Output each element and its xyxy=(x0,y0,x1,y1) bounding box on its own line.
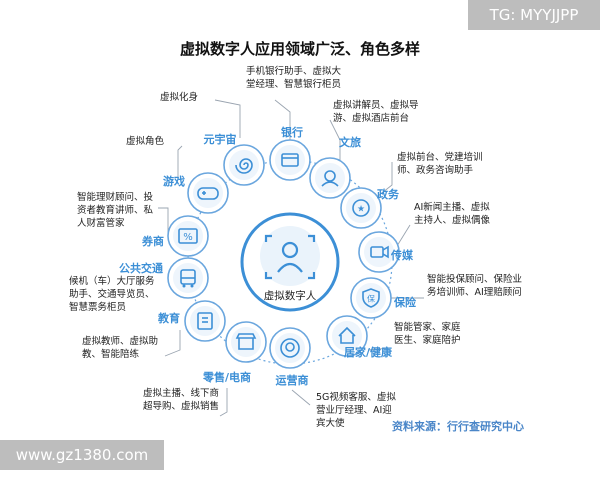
domain-desc-line: 虚拟讲解员、虚拟导 xyxy=(333,99,419,111)
domain-node-inner xyxy=(346,193,376,223)
emblem-star: ★ xyxy=(357,205,365,215)
domain-desc-line: 智慧票务柜员 xyxy=(69,301,126,313)
domain-desc-line: 智能投保顾问、保险业 xyxy=(427,273,522,285)
domain-desc-line: 主持人、虚拟偶像 xyxy=(414,214,491,226)
spiral-icon xyxy=(235,158,253,174)
shop-icon xyxy=(235,333,257,350)
domain-game: 游戏 虚拟角色 xyxy=(126,135,229,214)
leader-line xyxy=(219,388,228,417)
leader-line xyxy=(164,330,181,357)
face-scan-icon xyxy=(264,234,316,280)
domain-label: 保险 xyxy=(393,295,417,309)
domain-desc-line: 虚拟前台、党建培训 xyxy=(397,151,483,163)
center-node: 虚拟数字人 xyxy=(240,212,340,312)
domain-desc-line: 助手、交通导览员、 xyxy=(69,288,155,300)
card-icon xyxy=(281,153,299,167)
domain-label: 运营商 xyxy=(276,373,309,387)
domain-node-inner xyxy=(332,321,362,351)
percent-glyph: % xyxy=(183,232,193,243)
domain-label: 居家/健康 xyxy=(344,345,393,359)
domain-label: 公共交通 xyxy=(119,261,163,275)
source-note: 资料来源：行行查研究中心 xyxy=(392,420,524,433)
domain-desc-line: 师、政务咨询助手 xyxy=(397,164,474,176)
domain-label: 券商 xyxy=(141,234,164,248)
domain-node-inner xyxy=(231,327,261,357)
gamepad-icon xyxy=(197,187,219,200)
domain-desc-line: 超导购、虚拟销售 xyxy=(143,400,219,412)
domain-label: 政务 xyxy=(377,187,400,201)
home-icon xyxy=(338,326,356,344)
domain-desc-line: 资者教育讲师、私 xyxy=(77,204,154,216)
domain-desc-line: 务培训师、AI理赔顾问 xyxy=(427,286,522,298)
domain-desc-line: 虚拟主播、线下商 xyxy=(143,387,219,399)
domain-desc-line: 智能管家、家庭 xyxy=(394,321,461,333)
leader-line xyxy=(177,145,183,180)
domain-desc-line: 人财富管家 xyxy=(77,217,125,229)
domain-desc-line: 宾大使 xyxy=(316,417,345,429)
domain-node-inner xyxy=(356,283,386,313)
leader-line xyxy=(377,162,393,197)
leader-line xyxy=(396,224,411,247)
domain-desc-line: 候机（车）大厅服务 xyxy=(69,275,155,287)
domain-desc-line: 虚拟化身 xyxy=(160,91,198,103)
shield-glyph: 保 xyxy=(367,294,375,304)
domain-meta: 元宇宙 虚拟化身 xyxy=(160,91,265,186)
domain-desc-line: 虚拟教师、虚拟助 xyxy=(82,335,158,347)
domain-node-inner xyxy=(193,178,223,208)
leader-line xyxy=(214,99,241,138)
watermark-bottom: www.gz1380.com xyxy=(0,440,164,470)
domain-desc-line: 智能理财顾问、投 xyxy=(77,191,154,203)
domain-desc-line: 医生、家庭陪护 xyxy=(394,334,461,346)
watermark-top: TG: MYYJJPP xyxy=(468,0,600,30)
guide-icon xyxy=(321,170,339,187)
domain-desc-line: AI新闻主播、虚拟 xyxy=(414,201,490,213)
bus-icon xyxy=(180,269,196,288)
domain-desc-line: 教、智能陪练 xyxy=(82,348,140,360)
shield-icon: 保 xyxy=(362,288,380,308)
leader-line xyxy=(367,347,391,351)
domain-label: 元宇宙 xyxy=(204,132,237,146)
domain-label: 零售/电商 xyxy=(202,370,251,384)
domain-desc-line: 营业厅经理、AI迎 xyxy=(316,404,392,416)
domain-node-inner xyxy=(364,237,394,267)
leader-line xyxy=(158,207,169,232)
domain-node-inner xyxy=(190,306,220,336)
domain-label: 教育 xyxy=(157,311,180,325)
domain-label: 文旅 xyxy=(339,135,361,149)
leader-line xyxy=(329,119,341,160)
book-icon xyxy=(197,312,213,330)
leader-line xyxy=(274,99,291,140)
domain-desc-line: 虚拟角色 xyxy=(126,135,165,147)
camera-icon xyxy=(370,245,389,259)
agent-icon xyxy=(280,338,300,358)
domain-node-inner xyxy=(275,145,305,175)
percent-icon: % xyxy=(178,228,198,244)
emblem-icon: ★ xyxy=(352,199,370,217)
domain-desc-line: 手机银行助手、虚拟大 xyxy=(246,65,342,77)
domain-desc-line: 5G视频客服、虚拟 xyxy=(316,391,396,403)
domain-label: 传媒 xyxy=(390,248,414,262)
domain-node-inner xyxy=(315,163,345,193)
leader-line xyxy=(291,389,311,406)
domain-desc-line: 堂经理、智慧银行柜员 xyxy=(246,78,341,90)
domain-label: 游戏 xyxy=(163,174,185,188)
diagram-title: 虚拟数字人应用领域广泛、角色多样 xyxy=(179,40,420,58)
domain-label: 银行 xyxy=(281,125,303,139)
center-label: 虚拟数字人 xyxy=(264,289,317,302)
domain-desc-line: 游、虚拟酒店前台 xyxy=(333,112,409,124)
domain-node-inner xyxy=(275,333,305,363)
